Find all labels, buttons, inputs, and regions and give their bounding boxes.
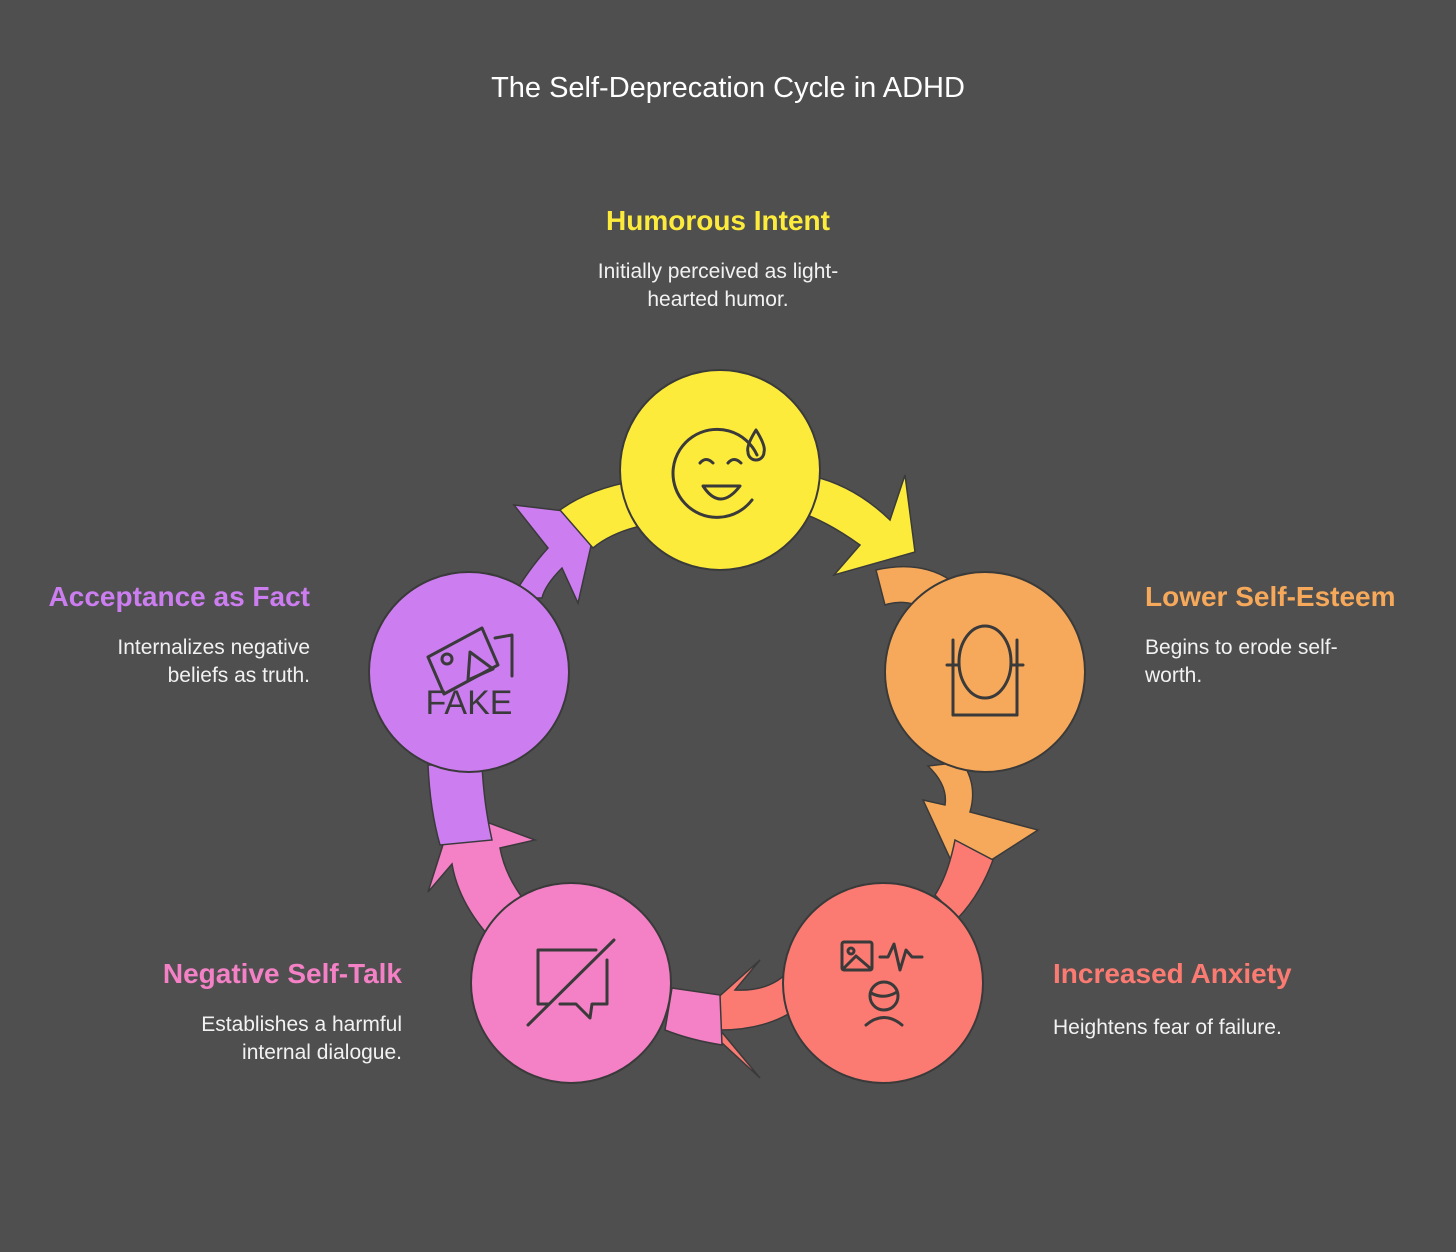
stage-title-anxiety: Increased Anxiety: [1053, 958, 1292, 989]
anxious-person-pulse-icon: [840, 940, 924, 1027]
ring-tail-purple: [427, 764, 493, 846]
stage-desc-line: Internalizes negative: [117, 636, 310, 659]
arrow-lower-to-anxiety: [921, 761, 1040, 882]
stage-title-acceptance: Acceptance as Fact: [48, 581, 310, 612]
arrow-humorous-to-lower: [797, 474, 916, 577]
stage-title-humorous: Humorous Intent: [606, 205, 830, 236]
stage-circles: [368, 369, 1086, 1084]
stage-circle-humorous: [619, 369, 821, 571]
stage-desc-line: Initially perceived as light-: [597, 260, 839, 283]
stage-desc-line: worth.: [1145, 664, 1203, 687]
laughing-sweat-face-icon: [671, 427, 766, 519]
stage-desc-humorous: Initially perceived as light- hearted hu…: [518, 258, 918, 314]
stage-desc-line: Heightens fear of failure.: [1053, 1016, 1282, 1039]
mirror-icon: [945, 624, 1025, 717]
stage-title-lower: Lower Self-Esteem: [1145, 581, 1396, 612]
diagram-title: The Self-Deprecation Cycle in ADHD: [491, 72, 965, 104]
cycle-arrows: [427, 474, 1040, 1079]
muted-speech-bubble-icon: [526, 938, 616, 1027]
fake-icon-label: FAKE: [426, 684, 513, 722]
ring-tail-pink: [664, 987, 723, 1046]
stage-desc-line: internal dialogue.: [242, 1041, 402, 1064]
stage-desc-line: Establishes a harmful: [201, 1013, 402, 1036]
arrow-anxiety-to-negative: [693, 959, 803, 1079]
stage-desc-lower: Begins to erode self- worth.: [1145, 634, 1435, 690]
stage-desc-acceptance: Internalizes negative beliefs as truth.: [10, 634, 310, 690]
stage-desc-negative: Establishes a harmful internal dialogue.: [52, 1011, 402, 1067]
stage-circle-lower: [884, 571, 1086, 773]
stage-title-negative: Negative Self-Talk: [162, 958, 402, 989]
stage-desc-anxiety: Heightens fear of failure.: [1053, 1014, 1433, 1042]
fake-image-icon: FAKE: [426, 626, 514, 722]
stage-desc-line: beliefs as truth.: [167, 664, 310, 687]
stage-desc-line: Begins to erode self-: [1145, 636, 1338, 659]
stage-desc-line: hearted humor.: [647, 288, 789, 311]
